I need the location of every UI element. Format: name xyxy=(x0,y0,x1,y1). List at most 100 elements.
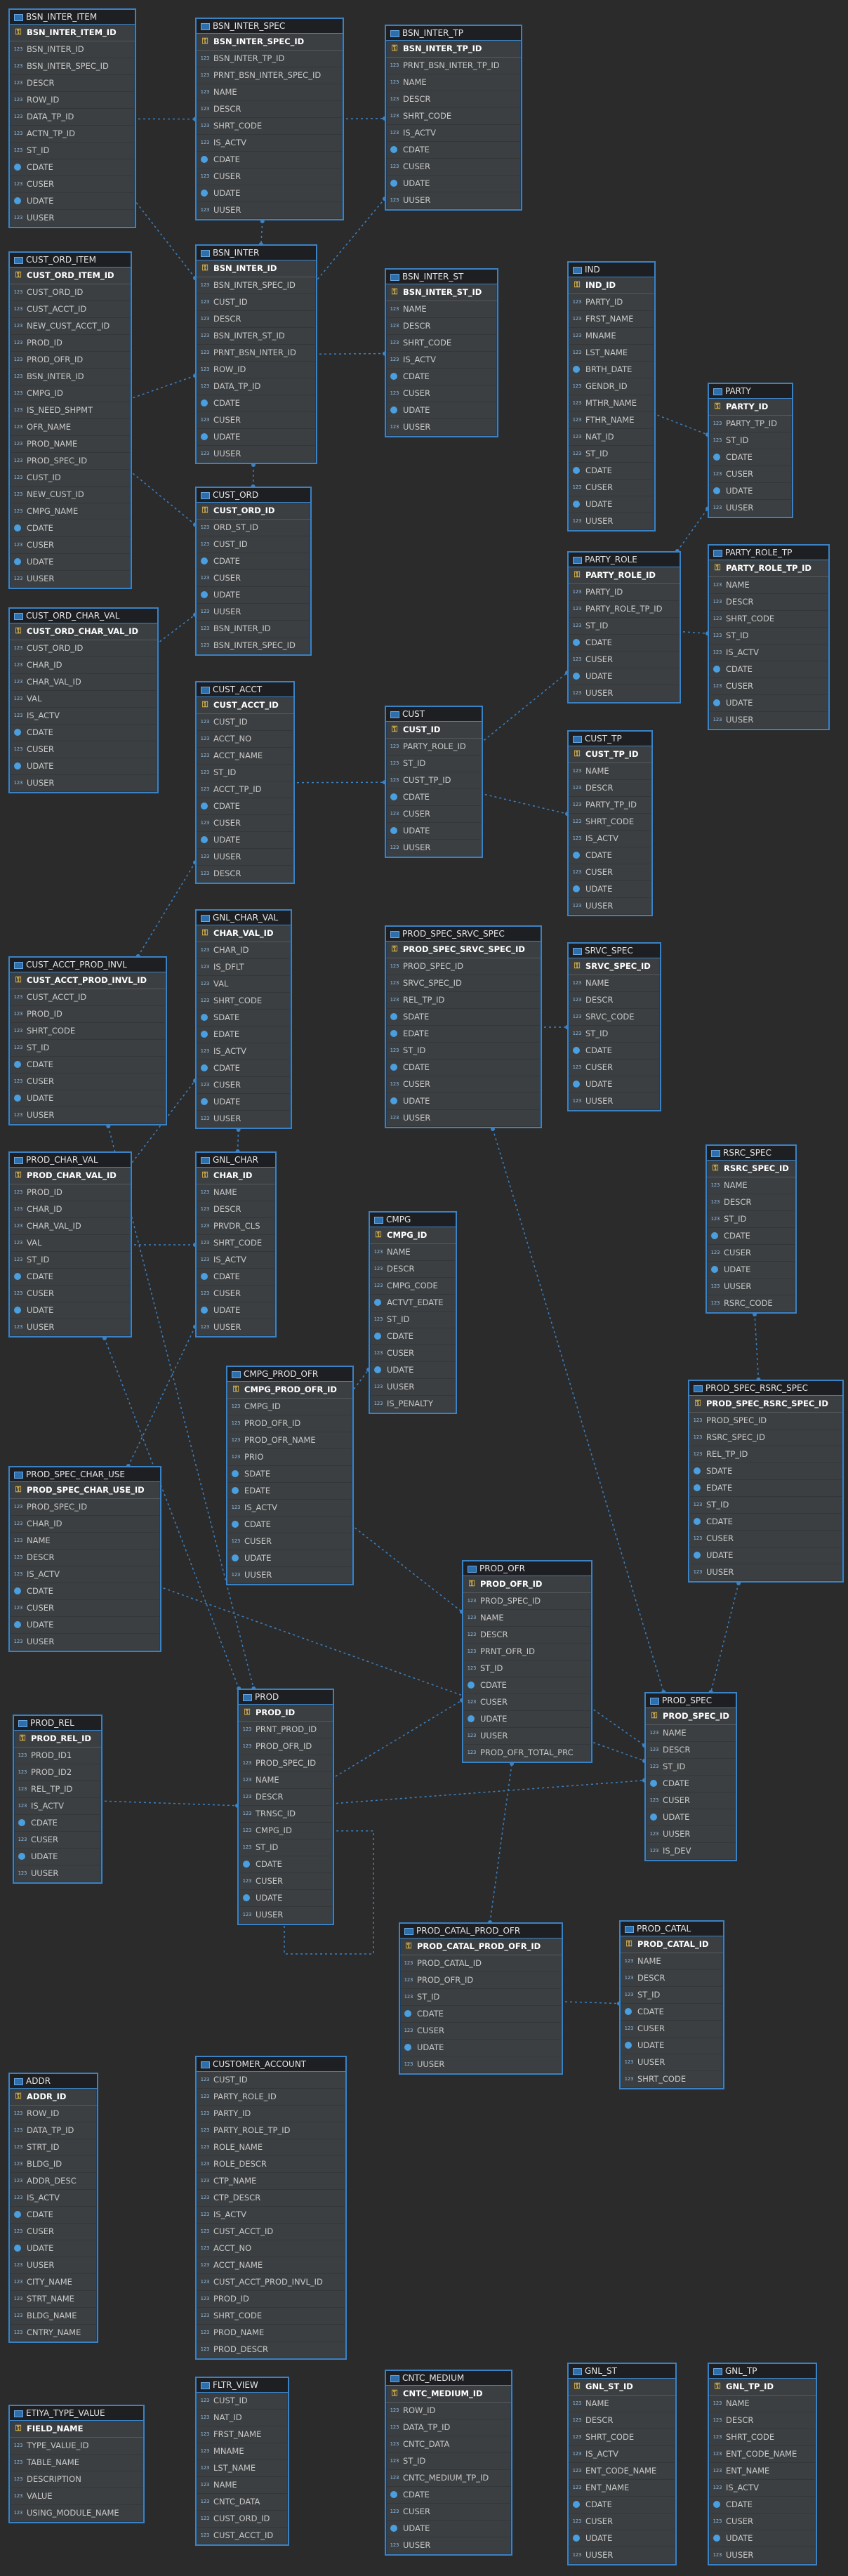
primary-key-column[interactable]: ⚿CUST_ACCT_PROD_INVL_ID xyxy=(10,972,166,989)
column[interactable]: UDATE xyxy=(569,881,651,898)
column[interactable]: CDATE xyxy=(10,520,131,537)
table-header[interactable]: PARTY_ROLE_TP xyxy=(709,546,828,560)
column[interactable]: UDATE xyxy=(10,193,135,210)
column[interactable]: CDATE xyxy=(569,463,654,480)
column[interactable]: EDATE xyxy=(197,1026,291,1043)
column[interactable]: CDATE xyxy=(197,395,316,412)
column[interactable]: UDATE xyxy=(10,1302,131,1319)
primary-key-column[interactable]: ⚿PROD_SPEC_CHAR_USE_ID xyxy=(10,1482,160,1499)
table-header[interactable]: BSN_INTER_ITEM xyxy=(10,10,135,25)
table-header[interactable]: PARTY_ROLE xyxy=(569,553,680,567)
column[interactable]: CDATE xyxy=(197,1060,291,1077)
table-header[interactable]: BSN_INTER_TP xyxy=(386,26,521,41)
column[interactable]: CDATE xyxy=(709,2497,816,2514)
column[interactable]: UDATE xyxy=(386,1093,541,1110)
column[interactable]: UDATE xyxy=(646,1809,736,1826)
primary-key-column[interactable]: ⚿CUST_ORD_ITEM_ID xyxy=(10,267,131,284)
column[interactable]: UDATE xyxy=(239,1890,333,1907)
column[interactable]: CDATE xyxy=(386,1059,541,1076)
column[interactable]: CDATE xyxy=(569,847,651,864)
column[interactable]: SDATE xyxy=(689,1463,842,1480)
table-header[interactable]: CUST_ORD_ITEM xyxy=(10,253,131,267)
table-header[interactable]: GNL_CHAR xyxy=(197,1153,275,1168)
column[interactable]: BRTH_DATE xyxy=(569,362,654,378)
primary-key-column[interactable]: ⚿GNL_TP_ID xyxy=(709,2379,816,2396)
column[interactable]: CDATE xyxy=(10,159,135,176)
table-header[interactable]: CUST_ORD_CHAR_VAL xyxy=(10,609,157,623)
